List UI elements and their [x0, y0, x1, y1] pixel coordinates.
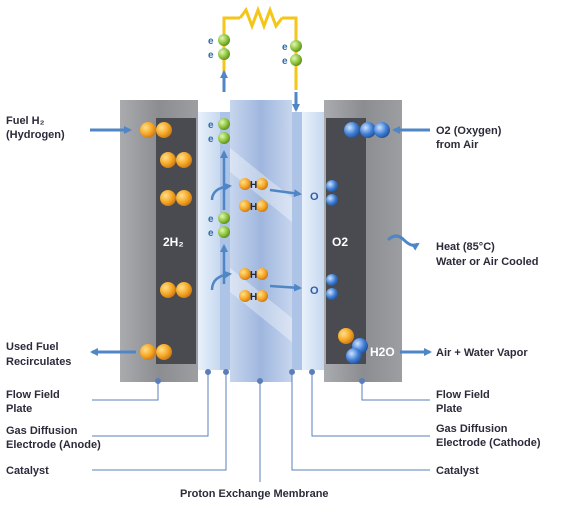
electron-pair-icon: e e: [208, 212, 230, 239]
anode-catalyst-layer: [220, 112, 230, 370]
gas-diffusion-cathode-label-2: Electrode (Cathode): [436, 437, 541, 449]
electron-pair-icon: e e: [282, 40, 302, 67]
svg-text:H: H: [250, 202, 257, 213]
proton-exchange-membrane-label: Proton Exchange Membrane: [180, 488, 329, 500]
svg-text:O: O: [310, 285, 319, 297]
air-water-vapor-label: Air + Water Vapor: [436, 347, 528, 359]
water-label: H2O: [370, 345, 395, 359]
svg-text:H: H: [250, 270, 257, 281]
resistor-icon: [238, 5, 284, 31]
svg-text:e: e: [282, 42, 288, 53]
heat-label: Heat (85°C): [436, 241, 495, 253]
anode-gas-diffusion-electrode: [198, 112, 220, 370]
flow-field-plate-right-label-2: Plate: [436, 403, 462, 415]
oxygen-ion-upper: O: [310, 180, 338, 206]
from-air-label: from Air: [436, 139, 479, 151]
oxygen-label: O2 (Oxygen): [436, 125, 502, 137]
heat-arrow-icon: [386, 234, 420, 251]
oxygen-molecules: [338, 122, 390, 364]
curved-arrow-icon: [210, 270, 232, 291]
catalyst-left-label: Catalyst: [6, 465, 49, 477]
cooling-label: Water or Air Cooled: [436, 256, 538, 268]
svg-text:H: H: [250, 180, 257, 191]
electron-pair-icon: e e: [208, 118, 230, 145]
catalyst-right-label: Catalyst: [436, 465, 479, 477]
used-fuel-label: Used Fuel: [6, 341, 59, 353]
flow-field-plate-left-label-2: Plate: [6, 403, 32, 415]
proton-exchange-membrane: [230, 100, 292, 382]
flow-field-plate-right-label: Flow Field: [436, 389, 490, 401]
gas-diffusion-anode-label: Gas Diffusion: [6, 425, 78, 437]
svg-text:O: O: [310, 191, 319, 203]
cathode-gas-diffusion-electrode: [302, 112, 324, 370]
svg-text:H: H: [250, 292, 257, 303]
svg-text:e: e: [208, 36, 214, 47]
anode-flow-field-plate: [120, 100, 198, 382]
svg-text:e: e: [208, 50, 214, 61]
svg-text:e: e: [208, 120, 214, 131]
fuel-h2-label: Fuel H₂: [6, 115, 45, 127]
cathode-gas-label: O2: [332, 235, 348, 249]
cathode-catalyst-layer: [292, 112, 302, 370]
gas-diffusion-cathode-label: Gas Diffusion: [436, 423, 508, 435]
recirculates-label: Recirculates: [6, 356, 71, 368]
anode-gas-label: 2H₂: [163, 235, 184, 249]
gas-diffusion-anode-label-2: Electrode (Anode): [6, 439, 101, 451]
hydrogen-molecules: [140, 122, 192, 360]
electron-pair-icon: e e: [208, 34, 230, 61]
svg-text:e: e: [282, 56, 288, 67]
svg-text:e: e: [208, 134, 214, 145]
oxygen-ion-lower: O: [310, 274, 338, 300]
svg-text:e: e: [208, 214, 214, 225]
cathode-flow-field-plate: [324, 100, 402, 382]
svg-text:e: e: [208, 228, 214, 239]
flow-field-plate-left-label: Flow Field: [6, 389, 60, 401]
hydrogen-label: (Hydrogen): [6, 129, 65, 141]
proton-group-upper: H H: [239, 178, 302, 213]
curved-arrow-icon: [210, 182, 232, 201]
proton-group-lower: H H: [239, 268, 302, 303]
leader-lines: [92, 369, 430, 482]
